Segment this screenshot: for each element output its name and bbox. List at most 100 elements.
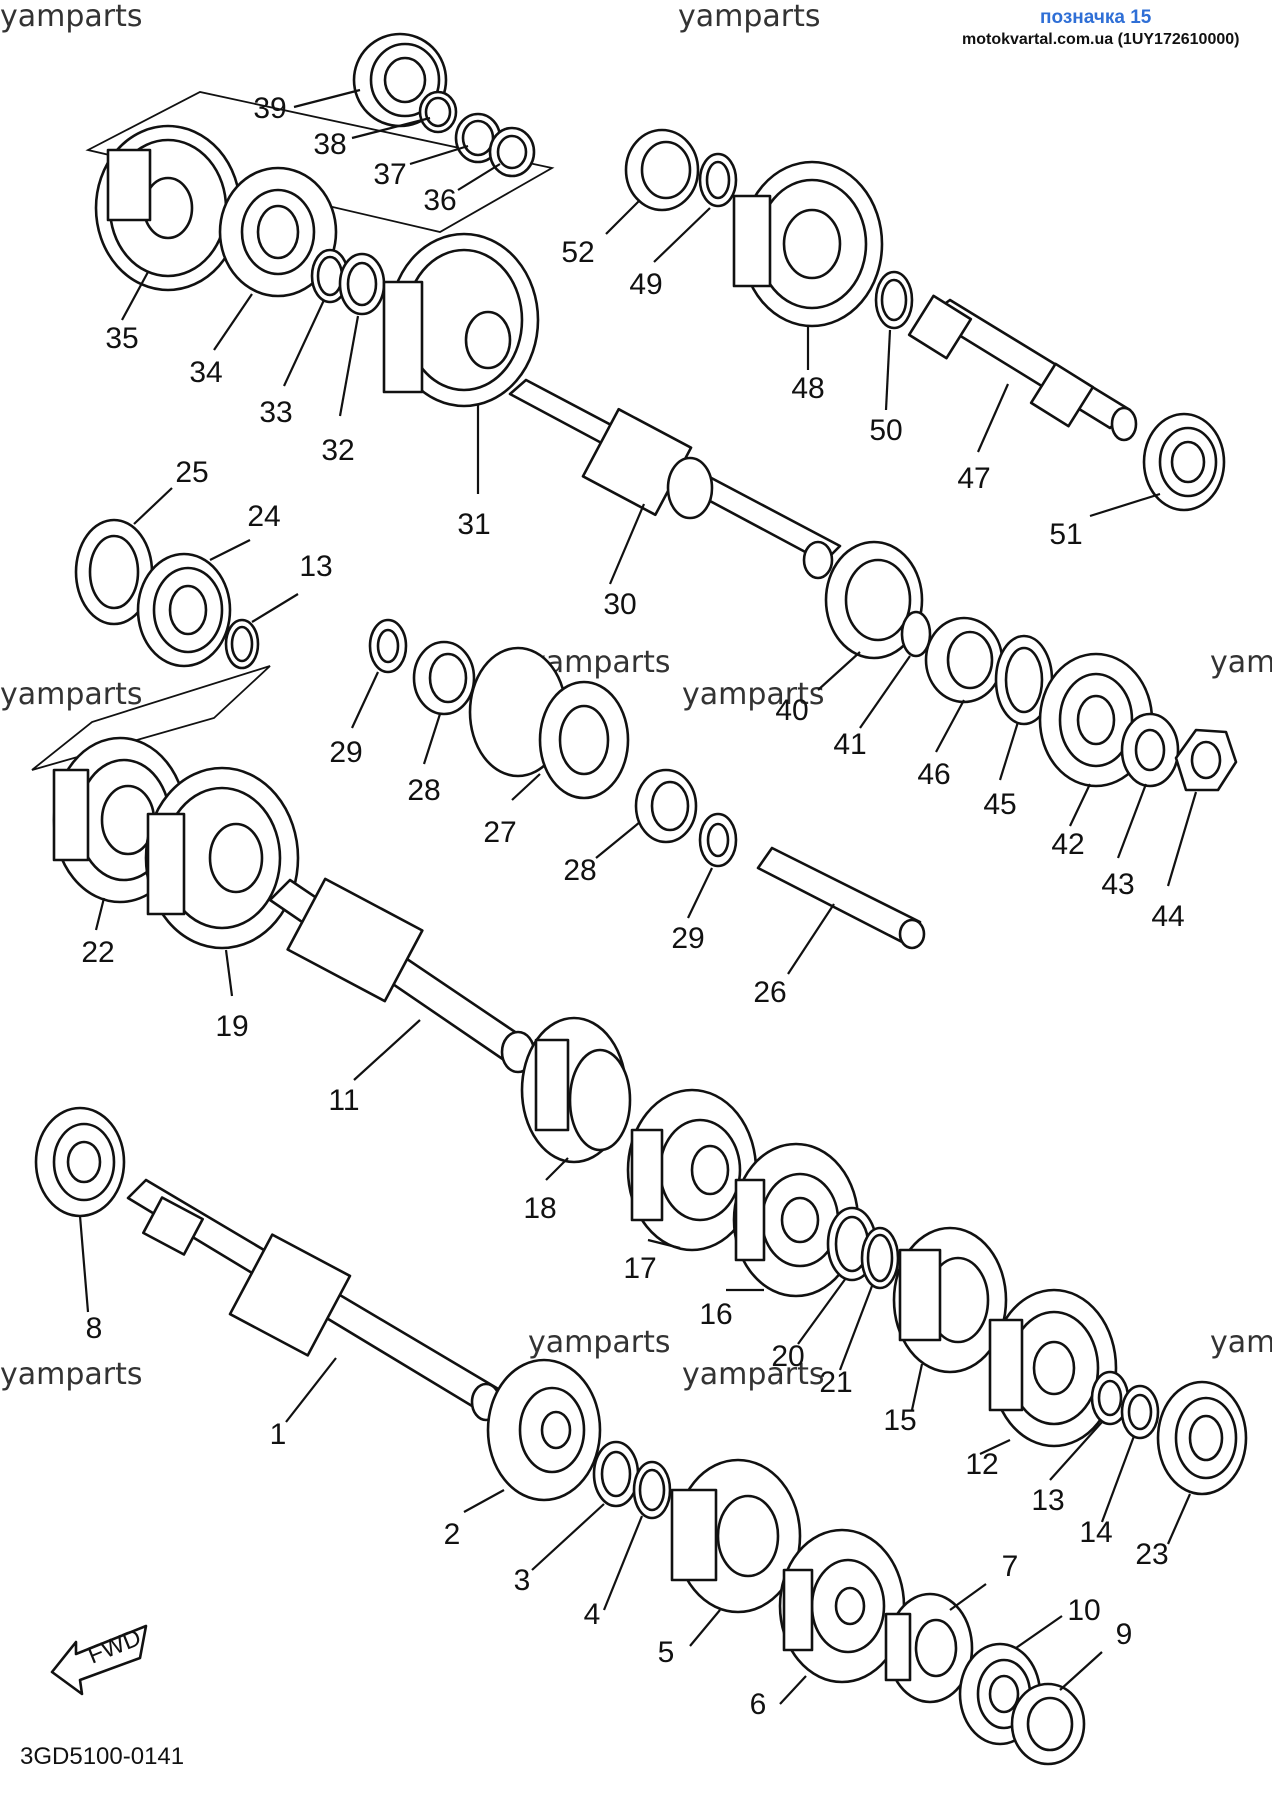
callout-19[interactable]: 19	[215, 1010, 248, 1043]
shaft-11	[268, 877, 536, 1074]
watermarks: yamparts yamparts yamparts yamparts yamp…	[0, 0, 1272, 1392]
gear-17	[626, 1088, 758, 1252]
marker-label[interactable]: позначка 15	[1040, 7, 1152, 28]
callout-47[interactable]: 47	[957, 462, 990, 495]
callout-34[interactable]: 34	[189, 356, 222, 389]
callout-13-lower[interactable]: 13	[1031, 1484, 1064, 1517]
seal-9	[1010, 1682, 1086, 1766]
gear-7	[884, 1592, 974, 1704]
callout-5[interactable]: 5	[658, 1636, 675, 1669]
callout-31[interactable]: 31	[457, 508, 490, 541]
circlip-4	[632, 1460, 672, 1520]
callout-14[interactable]: 14	[1079, 1516, 1112, 1549]
collar-46	[924, 616, 1004, 704]
callout-numbers: 39 38 37 36 35 34 33 32 31 52 49 48 50 4…	[81, 92, 1184, 1721]
callout-27[interactable]: 27	[483, 816, 516, 849]
callout-12[interactable]: 12	[965, 1448, 998, 1481]
callout-52[interactable]: 52	[561, 236, 594, 269]
gear-6	[778, 1528, 906, 1684]
callout-51[interactable]: 51	[1049, 518, 1082, 551]
parts-layer	[34, 32, 1248, 1766]
gear-12	[988, 1288, 1118, 1448]
gear-22	[52, 736, 188, 904]
callout-13[interactable]: 13	[299, 550, 332, 583]
callout-25[interactable]: 25	[175, 456, 208, 489]
gear-27	[468, 646, 630, 800]
callout-43[interactable]: 43	[1101, 868, 1134, 901]
callout-37[interactable]: 37	[373, 158, 406, 191]
callout-44[interactable]: 44	[1151, 900, 1184, 933]
callout-17[interactable]: 17	[623, 1252, 656, 1285]
circlip-50	[874, 270, 914, 330]
callout-32[interactable]: 32	[321, 434, 354, 467]
callout-10[interactable]: 10	[1067, 1594, 1100, 1627]
washer-36	[488, 126, 536, 178]
watermark: yamparts	[0, 1357, 143, 1392]
gear-5	[670, 1458, 802, 1614]
callout-16[interactable]: 16	[699, 1298, 732, 1331]
callout-1[interactable]: 1	[270, 1418, 287, 1451]
callout-7[interactable]: 7	[1002, 1550, 1019, 1583]
bearing-24	[136, 552, 232, 668]
callout-36[interactable]: 36	[423, 184, 456, 217]
diagram-code: 3GD5100-0141	[20, 1743, 184, 1770]
callout-45[interactable]: 45	[983, 788, 1016, 821]
callout-22[interactable]: 22	[81, 936, 114, 969]
callout-3[interactable]: 3	[514, 1564, 531, 1597]
callout-6[interactable]: 6	[750, 1688, 767, 1721]
washer-45	[994, 634, 1054, 726]
callout-46[interactable]: 46	[917, 758, 950, 791]
callout-49[interactable]: 49	[629, 268, 662, 301]
callout-28[interactable]: 28	[407, 774, 440, 807]
circlip-21	[860, 1226, 900, 1290]
callout-23[interactable]: 23	[1135, 1538, 1168, 1571]
bearing-52	[624, 128, 700, 212]
callout-26[interactable]: 26	[753, 976, 786, 1009]
washer-29-lower	[698, 812, 738, 868]
callout-29[interactable]: 29	[329, 736, 362, 769]
watermark: yamparts	[0, 0, 143, 34]
callout-28-lower[interactable]: 28	[563, 854, 596, 887]
callout-11[interactable]: 11	[328, 1084, 359, 1117]
callout-20[interactable]: 20	[771, 1340, 804, 1373]
bearing-23	[1156, 1380, 1248, 1496]
lock-washer-43	[1120, 712, 1180, 788]
gear-48	[732, 160, 884, 328]
callout-40[interactable]: 40	[775, 694, 808, 727]
callout-8[interactable]: 8	[86, 1312, 103, 1345]
gear-18	[520, 1016, 632, 1164]
callout-4[interactable]: 4	[584, 1598, 601, 1631]
callout-21[interactable]: 21	[819, 1366, 852, 1399]
watermark: yamparts	[528, 1325, 671, 1360]
watermark: yamparts	[682, 677, 825, 712]
callout-39[interactable]: 39	[253, 92, 286, 125]
callout-2[interactable]: 2	[444, 1518, 461, 1551]
washer-32	[338, 252, 386, 316]
source-line: motokvartal.com.ua (1UY172610000)	[962, 31, 1239, 48]
gear-19	[144, 766, 300, 950]
callout-42[interactable]: 42	[1051, 828, 1084, 861]
callout-50[interactable]: 50	[869, 414, 902, 447]
callout-15[interactable]: 15	[883, 1404, 916, 1437]
nut-44	[1174, 728, 1238, 792]
gear-2	[486, 1358, 602, 1502]
callout-24[interactable]: 24	[247, 500, 280, 533]
callout-35[interactable]: 35	[105, 322, 138, 355]
callout-48[interactable]: 48	[791, 372, 824, 405]
shaft-30	[508, 378, 842, 580]
hub-34	[218, 166, 338, 298]
callout-38[interactable]: 38	[313, 128, 346, 161]
main-shaft-1	[126, 1178, 502, 1422]
callout-18[interactable]: 18	[523, 1192, 556, 1225]
callout-30[interactable]: 30	[603, 588, 636, 621]
callout-33[interactable]: 33	[259, 396, 292, 429]
washer-3	[592, 1440, 640, 1508]
shaft-47	[907, 294, 1138, 442]
callout-29-lower[interactable]: 29	[671, 922, 704, 955]
bearing-28-upper	[412, 640, 476, 716]
washer-13-lower	[1090, 1370, 1130, 1426]
callout-41[interactable]: 41	[833, 728, 866, 761]
gear-16	[732, 1142, 860, 1298]
callout-9[interactable]: 9	[1116, 1618, 1133, 1651]
gear-15	[892, 1226, 1008, 1374]
